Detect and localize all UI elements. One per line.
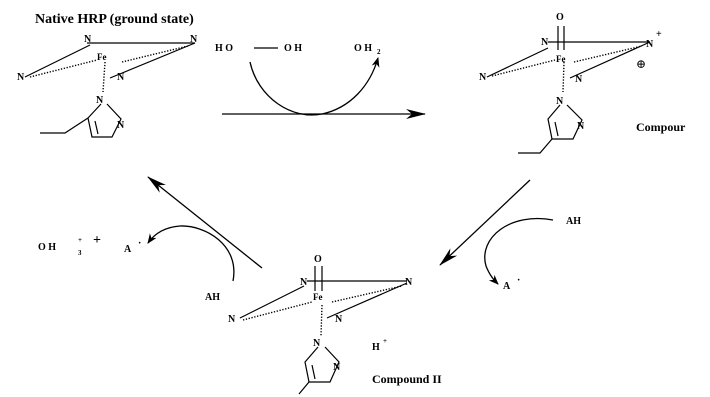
compound-i-structure: O N N + N N Fe ⊕ N N Compour — [479, 12, 686, 154]
nitrogen-atom-label: N — [84, 34, 92, 45]
radical-dot-left: · — [138, 238, 141, 249]
hydronium-subscript: 3 — [78, 249, 82, 257]
nitrogen-atom-label: N — [577, 121, 585, 132]
porphyrin-bond-left — [24, 44, 91, 78]
radical-cation-plus: + — [656, 29, 662, 40]
compound-ii-label: Compound II — [372, 372, 442, 386]
imidazole-ring — [547, 104, 583, 140]
porphyrin-hash-left — [491, 59, 556, 77]
porphyrin-hash-right — [573, 45, 643, 63]
native-hrp-structure: Native HRP (ground state) N N N N Fe N N — [17, 12, 198, 138]
hydrogen-peroxide-h1: H O — [215, 43, 233, 54]
substrate-ah-right: AH — [566, 216, 581, 227]
porphyrin-bond-right — [326, 282, 408, 319]
porphyrin-bond-right — [569, 41, 651, 79]
curved-arrow-ah-right — [484, 217, 554, 285]
hydronium-product: O H — [38, 242, 56, 253]
porphyrin-hash-left — [242, 301, 313, 321]
curved-arrow-ah-bottom — [147, 225, 235, 282]
porphyrin-bond-right — [109, 42, 196, 79]
imidazole-double-bond — [311, 364, 316, 380]
nitrogen-atom-label: N — [117, 72, 125, 83]
histidine-side-chain — [40, 117, 89, 134]
cation-symbol: ⊕ — [636, 57, 646, 71]
nitrogen-atom-label: N — [333, 362, 341, 373]
compound-i-label: Compour — [636, 120, 686, 134]
hydrogen-peroxide-h2: O H — [284, 43, 302, 54]
radical-a-left: A — [124, 244, 132, 255]
water-subscript: 2 — [377, 48, 381, 56]
fe-histidine-hash — [102, 61, 106, 93]
nitrogen-atom-label: N — [17, 72, 25, 83]
iron-atom-label: Fe — [97, 52, 107, 62]
histidine-side-chain — [518, 138, 553, 154]
substrate-ah-bottom: AH — [205, 292, 220, 303]
porphyrin-bond-left — [239, 285, 305, 319]
nitrogen-atom-label: N — [117, 120, 125, 131]
water-product: O H — [354, 43, 372, 54]
porphyrin-bond-left — [486, 47, 549, 78]
nitrogen-atom-label: N — [575, 74, 583, 85]
iron-atom-label: Fe — [313, 292, 323, 302]
compound-ii-structure: O N N N N Fe N N Compound II H + — [228, 254, 442, 395]
histidine-side-chain — [298, 381, 310, 395]
nitrogen-atom-label: N — [313, 338, 321, 349]
imidazole-ring — [304, 346, 340, 383]
reaction-arrow-3 — [147, 176, 263, 269]
fe-histidine-hash — [320, 304, 323, 337]
nitrogen-atom-label: N — [646, 39, 654, 50]
nitrogen-atom-label: N — [335, 314, 343, 325]
nitrogen-atom-label: N — [300, 277, 308, 288]
nitrogen-atom-label: N — [479, 72, 487, 83]
imidazole-double-bond — [94, 120, 99, 135]
hydronium-charge: + — [78, 236, 82, 244]
reaction-step-native-to-compound-i: H O O H O H 2 — [215, 43, 426, 119]
imidazole-ring — [87, 103, 122, 138]
nitrogen-atom-label: N — [405, 277, 413, 288]
native-hrp-title: Native HRP (ground state) — [35, 12, 194, 27]
proton-label: H — [372, 342, 380, 353]
oxygen-atom-label: O — [556, 12, 564, 23]
reaction-step-compound-i-to-ii: AH A · — [439, 179, 581, 292]
radical-dot-right: · — [517, 275, 520, 286]
nitrogen-atom-label: N — [556, 96, 564, 107]
reaction-step-compound-ii-to-native: AH A · O H + 3 + — [38, 176, 263, 303]
curved-arrow-h2o2 — [249, 57, 380, 116]
plus-sign: + — [93, 233, 101, 248]
porphyrin-hash-left — [29, 59, 98, 78]
nitrogen-atom-label: N — [541, 37, 549, 48]
oxygen-atom-label: O — [314, 254, 322, 265]
radical-a-right: A — [503, 281, 511, 292]
imidazole-double-bond — [554, 121, 559, 137]
iron-atom-label: Fe — [556, 54, 566, 64]
nitrogen-atom-label: N — [228, 314, 236, 325]
fe-histidine-hash — [562, 61, 565, 93]
reaction-arrow-2 — [439, 179, 531, 266]
proton-charge: + — [383, 337, 387, 345]
porphyrin-hash-right — [331, 285, 403, 303]
nitrogen-atom-label: N — [96, 95, 104, 106]
nitrogen-atom-label: N — [190, 34, 198, 45]
